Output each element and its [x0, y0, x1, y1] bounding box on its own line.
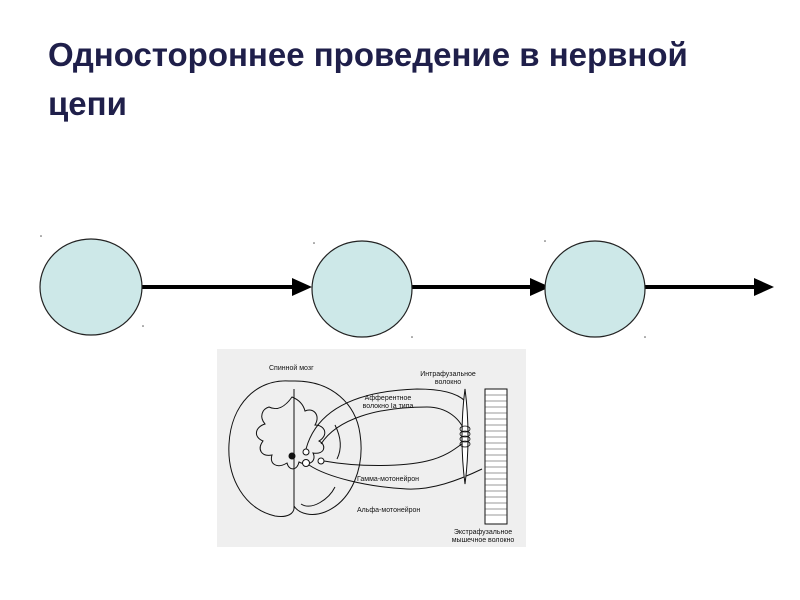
label-extrafusal: Экстрафузальное мышечное волокно: [445, 529, 521, 545]
label-intrafusal: Интрафузальное волокно: [413, 371, 483, 387]
label-intrafusal-line2: волокно: [434, 379, 462, 386]
label-afferent-line2: волокно Ia типа: [362, 403, 414, 410]
label-alpha: Альфа-мотонейрон: [357, 507, 421, 514]
label-extrafusal-line1: Экстрафузальное: [453, 529, 513, 536]
arrow-1: [142, 278, 312, 296]
arrow-2: [412, 278, 550, 296]
gamma-neuron-body: [302, 448, 310, 456]
slide-title: Одностороннее проведение в нервной цепи: [48, 36, 688, 122]
central-canal: [288, 452, 296, 460]
alpha-neuron-body: [302, 459, 310, 467]
label-gamma: Гамма-мотонейрон: [357, 476, 420, 483]
spinal-cord-drawing: [228, 380, 362, 517]
reflex-arc-figure: Спинной мозг Интрафузальное волокно Аффе…: [217, 349, 526, 547]
intrafusal-fiber: [459, 388, 471, 485]
neuron-chain-diagram: [39, 235, 774, 338]
neuron-node-1: [39, 238, 143, 336]
label-afferent: Афферентное волокно Ia типа: [358, 395, 418, 411]
corner-dots: [40, 235, 646, 338]
label-afferent-line1: Афферентное: [364, 395, 412, 402]
neuron-node-3: [544, 240, 646, 338]
nerve-fibers: [305, 388, 483, 490]
label-intrafusal-line1: Интрафузальное: [420, 371, 476, 378]
arrow-3: [645, 278, 774, 296]
label-extrafusal-line2: мышечное волокно: [451, 537, 515, 544]
neuron-node-2: [311, 240, 413, 338]
label-spinal-cord: Спинной мозг: [269, 365, 314, 372]
extrafusal-fiber: [484, 388, 508, 525]
reflex-arc-drawing: [217, 349, 526, 547]
